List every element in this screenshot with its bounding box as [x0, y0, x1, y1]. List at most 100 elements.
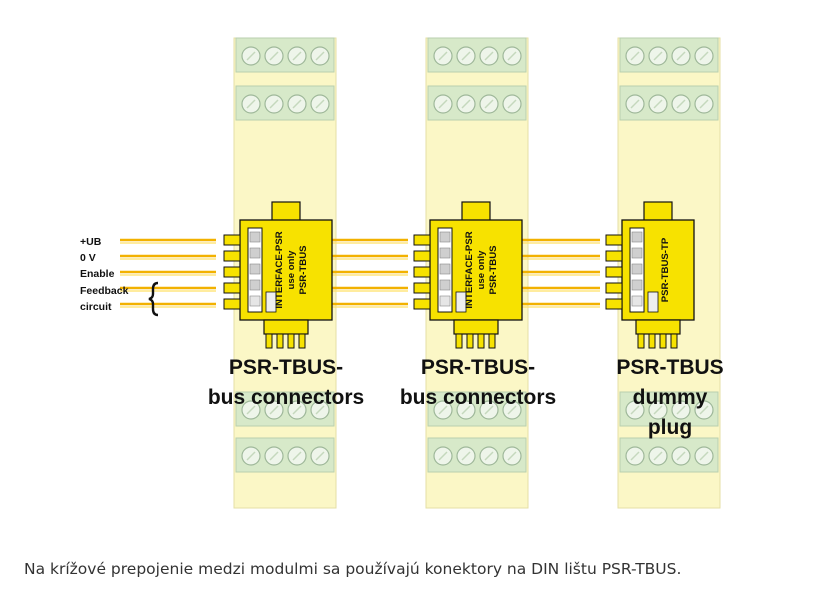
connector-pin-left — [413, 250, 431, 262]
screw-slot — [699, 99, 709, 109]
screw-slot — [292, 51, 302, 61]
footer-caption: Na krížové prepojenie medzi modulmi sa p… — [24, 560, 682, 578]
connector-leg — [648, 333, 656, 349]
screw-slot — [438, 405, 448, 415]
screw-slot — [246, 51, 256, 61]
screw-slot — [269, 51, 279, 61]
connector-leg — [466, 333, 474, 349]
connector-pin-left — [413, 298, 431, 310]
screw-slot — [653, 99, 663, 109]
connector-leg — [265, 333, 273, 349]
connector-label: INTERFACE-PSR — [464, 231, 475, 308]
connector-contact — [631, 295, 643, 307]
connector-contact — [439, 295, 451, 307]
screw-slot — [292, 451, 302, 461]
screw-slot — [699, 51, 709, 61]
connector-pin-left — [413, 282, 431, 294]
screw-slot — [461, 405, 471, 415]
terminal-block — [235, 437, 335, 473]
screw-slot — [507, 451, 517, 461]
connector-label: PSR-TBUS-TP — [660, 237, 671, 302]
screw-slot — [653, 451, 663, 461]
connector-pin-left — [605, 266, 623, 278]
connector-pin-left — [605, 234, 623, 246]
connector-pin-left — [223, 234, 241, 246]
connector-label: PSR-TBUS — [298, 245, 309, 295]
connector-bottom-tab — [453, 319, 499, 335]
connector-pin-left — [413, 266, 431, 278]
terminal-block — [427, 85, 527, 121]
connector-label: use only — [286, 250, 297, 290]
connector-pin-left — [605, 250, 623, 262]
screw-slot — [292, 405, 302, 415]
connector-contact — [249, 231, 261, 243]
terminal-block — [427, 391, 527, 427]
screw-slot — [461, 51, 471, 61]
connector-bottom-tab — [263, 319, 309, 335]
screw-slot — [507, 99, 517, 109]
labels-layer: +UB0 VEnableFeedbackcircuitPSR-TBUS-bus … — [80, 236, 724, 439]
terminal-block — [427, 437, 527, 473]
connector-latch — [455, 291, 467, 313]
connector-contact — [249, 295, 261, 307]
screw-slot — [246, 405, 256, 415]
connector-latch — [265, 291, 277, 313]
screw-slot — [484, 99, 494, 109]
screw-slot — [676, 51, 686, 61]
screw-slot — [269, 405, 279, 415]
screw-slot — [507, 51, 517, 61]
connector-pin-left — [223, 298, 241, 310]
screw-slot — [676, 451, 686, 461]
terminal-block — [235, 391, 335, 427]
terminal-block — [427, 37, 527, 73]
screw-slot — [315, 405, 325, 415]
tbus-connector: PSR-TBUS-TP — [605, 201, 695, 349]
feedback-brace — [148, 281, 159, 317]
connector-pin-left — [223, 282, 241, 294]
screw-slot — [484, 51, 494, 61]
screw-slot — [438, 99, 448, 109]
screw-slot — [461, 99, 471, 109]
connector-leg — [477, 333, 485, 349]
connector-contact — [249, 279, 261, 291]
connector-leg — [488, 333, 496, 349]
module-caption: bus connectors — [208, 386, 364, 409]
connector-contact — [439, 263, 451, 275]
connector-label: INTERFACE-PSR — [274, 231, 285, 308]
terminal-block — [619, 37, 719, 73]
screw-slot — [653, 51, 663, 61]
wire-label: circuit — [80, 301, 112, 313]
terminal-block — [235, 37, 335, 73]
connector-leg — [455, 333, 463, 349]
wire-label: Feedback — [80, 285, 129, 297]
connector-contact — [439, 231, 451, 243]
screw-slot — [507, 405, 517, 415]
screw-slot — [699, 405, 709, 415]
screw-slot — [484, 451, 494, 461]
screw-slot — [315, 99, 325, 109]
screw-slot — [676, 99, 686, 109]
connector-pin-left — [605, 298, 623, 310]
connector-leg — [298, 333, 306, 349]
screw-slot — [292, 99, 302, 109]
wire-label: Enable — [80, 268, 115, 280]
screw-slot — [438, 451, 448, 461]
wire-label: 0 V — [80, 252, 96, 264]
connector-pin-left — [413, 234, 431, 246]
terminal-block — [619, 391, 719, 427]
terminal-block — [619, 437, 719, 473]
terminal-block — [235, 85, 335, 121]
screw-slot — [676, 405, 686, 415]
connector-leg — [659, 333, 667, 349]
connector-contact — [439, 247, 451, 259]
connector-contact — [249, 247, 261, 259]
wire-label: +UB — [80, 236, 102, 248]
module-caption: dummy — [633, 386, 708, 409]
module-caption: PSR-TBUS — [616, 356, 723, 379]
connector-leg — [637, 333, 645, 349]
screw-slot — [246, 451, 256, 461]
